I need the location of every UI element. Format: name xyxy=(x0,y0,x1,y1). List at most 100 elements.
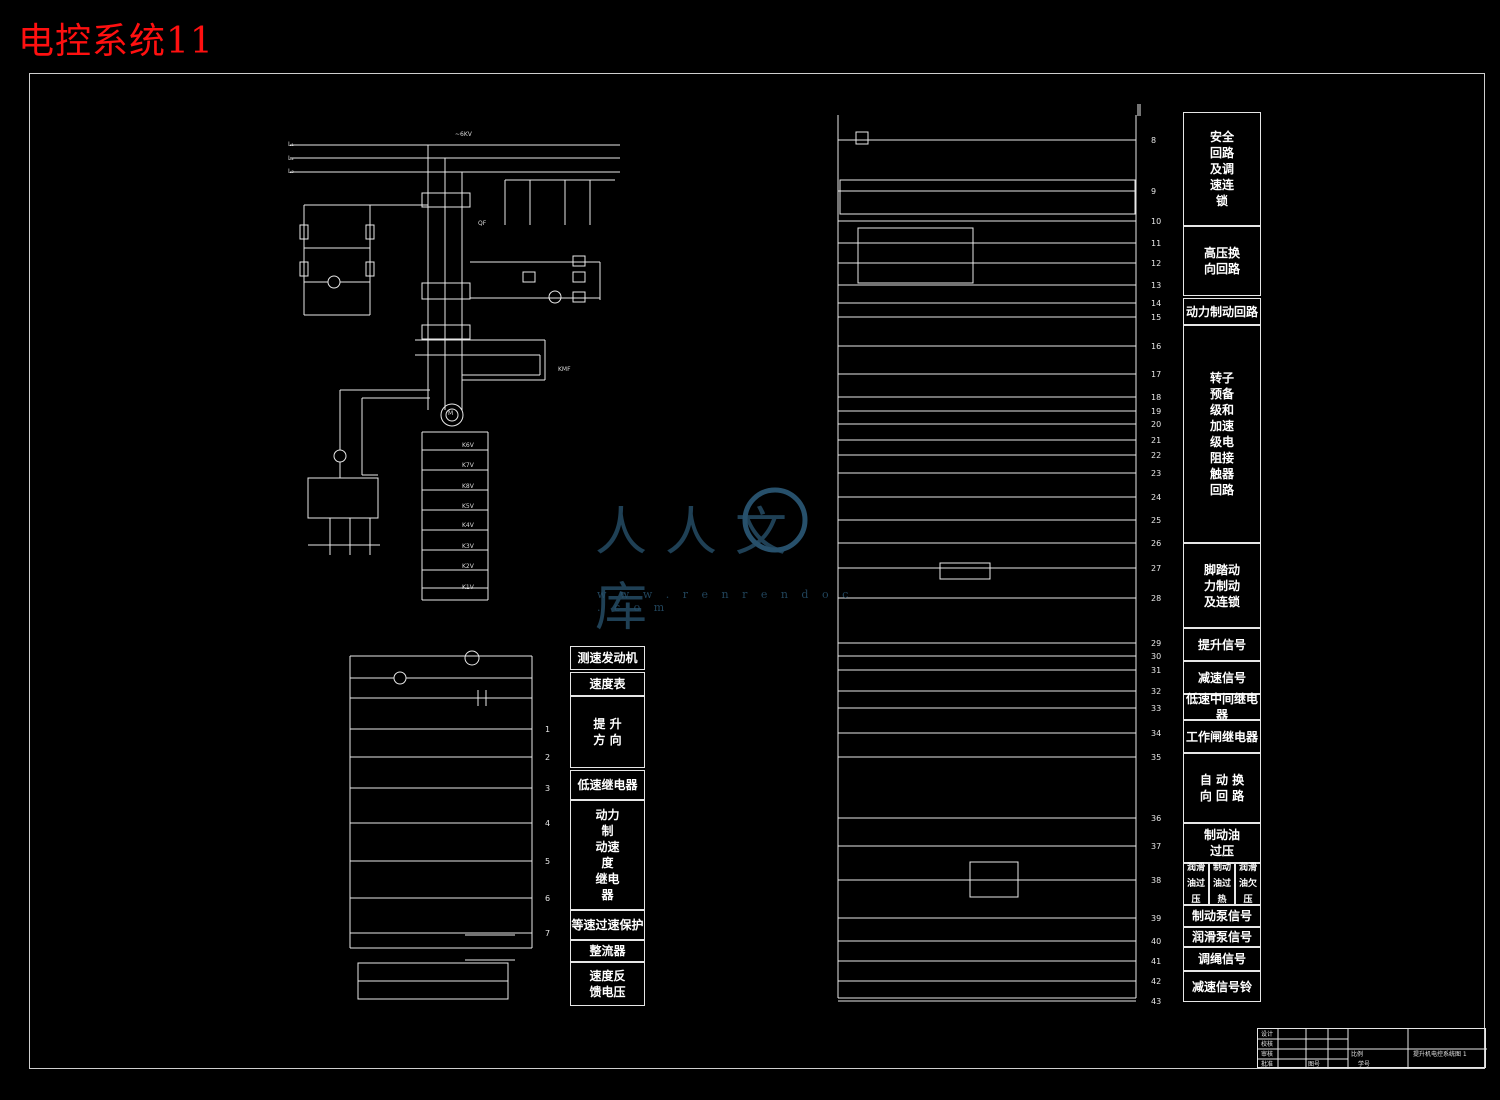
row-number: 34 xyxy=(1151,729,1162,738)
left-legend-box: 速度反 馈电压 xyxy=(570,962,645,1006)
speed-circuit xyxy=(349,650,533,1000)
row-number: 39 xyxy=(1151,914,1162,923)
right-panel-box: 转子 预备 级和 加速 级电 阻接 触器 回路 xyxy=(1183,325,1261,543)
title-block-school: 学号 xyxy=(1358,1061,1371,1068)
control-rails xyxy=(837,104,1141,999)
left-legend-box: 动力 制 动速 度 继电 器 xyxy=(570,800,645,910)
right-panel-box: 制动油 过压 xyxy=(1183,823,1261,863)
row-number: 15 xyxy=(1151,313,1162,322)
row-number: 42 xyxy=(1151,977,1162,986)
right-panel-box: 低速中间继电器 xyxy=(1183,692,1261,722)
title-block-scale: 比例 xyxy=(1351,1051,1364,1058)
row-number: 17 xyxy=(1151,370,1162,379)
row-number: 12 xyxy=(1151,259,1162,268)
row-number: 18 xyxy=(1151,393,1162,402)
row-number: 2 xyxy=(545,753,551,762)
right-panel-box: 制动 油过 热 xyxy=(1209,863,1235,905)
row-number: 22 xyxy=(1151,451,1162,460)
line-l2-label: L₂ xyxy=(288,155,294,162)
title-block-approve: 批准 xyxy=(1261,1061,1274,1068)
row-number: 13 xyxy=(1151,281,1162,290)
right-panel-box: 安全 回路 及调 速连 锁 xyxy=(1183,112,1261,226)
row-number: 30 xyxy=(1151,652,1162,661)
row-number: 10 xyxy=(1151,217,1162,226)
row-number: 21 xyxy=(1151,436,1162,445)
right-panel-box: 润滑泵信号 xyxy=(1183,927,1261,947)
page-title: 电控系统11 xyxy=(18,21,214,62)
row-number: 9 xyxy=(1151,187,1157,196)
resistor-label: K6V xyxy=(462,442,474,449)
right-panel-box: 动力制动回路 xyxy=(1183,298,1261,325)
left-legend-box: 提 升 方 向 xyxy=(570,696,645,768)
right-panel-box: 脚踏动 力制动 及连锁 xyxy=(1183,543,1261,628)
kmf-label: KMF xyxy=(558,366,571,373)
row-number: 36 xyxy=(1151,814,1162,823)
row-number: 7 xyxy=(545,929,551,938)
line-l1-label: L₁ xyxy=(288,141,294,148)
row-number: 31 xyxy=(1151,666,1162,675)
right-panel-box: 减速信号铃 xyxy=(1183,971,1261,1002)
right-panel-box: 自 动 换 向 回 路 xyxy=(1183,753,1261,823)
row-number: 5 xyxy=(545,857,551,866)
row-number: 6 xyxy=(545,894,551,903)
row-number: 29 xyxy=(1151,639,1162,648)
right-panel-box: 润滑 油欠 压 xyxy=(1235,863,1261,905)
row-number: 33 xyxy=(1151,704,1162,713)
left-legend-box: 速度表 xyxy=(570,672,645,696)
row-number: 24 xyxy=(1151,493,1162,502)
row-number: 38 xyxy=(1151,876,1162,885)
voltage-label: ~6KV xyxy=(455,131,472,138)
row-number: 16 xyxy=(1151,342,1162,351)
row-number: 1 xyxy=(545,725,551,734)
row-number: 41 xyxy=(1151,957,1162,966)
right-panel-box: 高压换 向回路 xyxy=(1183,226,1261,296)
line-l3-label: L₃ xyxy=(288,168,294,175)
row-number: 40 xyxy=(1151,937,1162,946)
row-number: 32 xyxy=(1151,687,1162,696)
row-number: 11 xyxy=(1151,239,1162,248)
row-number: 27 xyxy=(1151,564,1162,573)
title-block-review: 审核 xyxy=(1261,1051,1274,1058)
right-panel-box: 工作闸继电器 xyxy=(1183,720,1261,753)
row-number: 37 xyxy=(1151,842,1162,851)
power-circuit xyxy=(290,144,620,601)
resistor-label: K7V xyxy=(462,462,474,469)
resistor-label: K2V xyxy=(462,563,474,570)
resistor-label: K8V xyxy=(462,483,474,490)
row-number: 3 xyxy=(545,784,551,793)
row-number: 43 xyxy=(1151,997,1162,1006)
resistor-label: K4V xyxy=(462,522,474,529)
motor-label: M xyxy=(448,410,454,417)
left-legend-box: 等速过速保护 xyxy=(570,910,645,940)
left-legend-box: 整流器 xyxy=(570,940,645,962)
resistor-label: K1V xyxy=(462,584,474,591)
title-block-name: 提升机电控系统图 1 xyxy=(1413,1051,1467,1058)
title-block-drawing-no: 图号 xyxy=(1308,1061,1321,1068)
left-legend-box: 测速发动机 xyxy=(570,646,645,670)
row-number: 25 xyxy=(1151,516,1162,525)
drawing-frame xyxy=(29,73,1485,1069)
row-number: 19 xyxy=(1151,407,1162,416)
resistor-label: K5V xyxy=(462,503,474,510)
right-panel-box: 润滑 油过 压 xyxy=(1183,863,1209,905)
row-number: 26 xyxy=(1151,539,1162,548)
row-number: 14 xyxy=(1151,299,1162,308)
row-number: 35 xyxy=(1151,753,1162,762)
row-number: 8 xyxy=(1151,136,1157,145)
right-panel-box: 减速信号 xyxy=(1183,661,1261,694)
title-block: 设计 校核 审核 批准 比例 提升机电控系统图 1 图号 学号 xyxy=(1257,1028,1487,1069)
left-legend-box: 低速继电器 xyxy=(570,770,645,800)
resistor-label: K3V xyxy=(462,543,474,550)
row-number: 28 xyxy=(1151,594,1162,603)
right-panel-box: 提升信号 xyxy=(1183,628,1261,661)
qf-label: QF xyxy=(478,220,487,227)
title-block-check: 校核 xyxy=(1261,1041,1274,1048)
row-number: 4 xyxy=(545,819,551,828)
right-panel-box: 制动泵信号 xyxy=(1183,905,1261,927)
title-block-design: 设计 xyxy=(1261,1031,1274,1038)
row-number: 23 xyxy=(1151,469,1162,478)
row-number: 20 xyxy=(1151,420,1162,429)
right-panel-box: 调绳信号 xyxy=(1183,947,1261,971)
